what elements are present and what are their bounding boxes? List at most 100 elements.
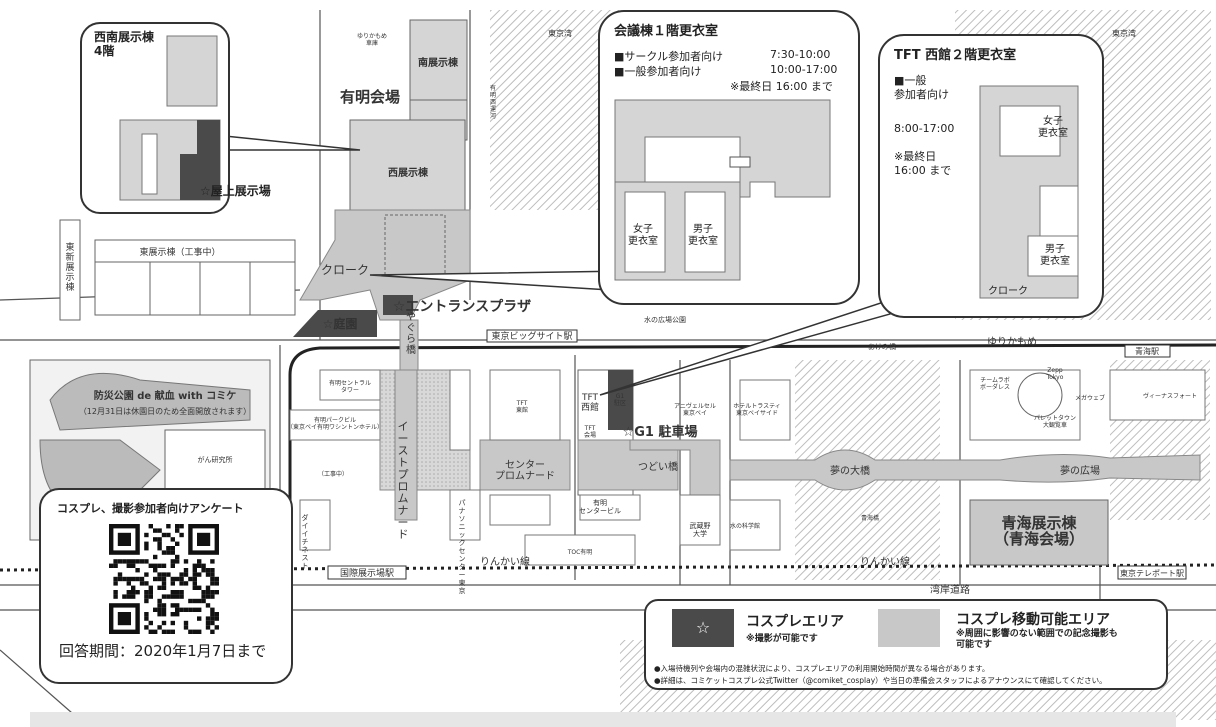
map-label-aomi-station: 青海駅 — [1135, 346, 1159, 356]
map-label-panasonic: パナソニックセンター東京 — [459, 499, 466, 595]
map-label-aomi-hall: 青海展示棟（青海会場） — [994, 514, 1084, 548]
female-dressing-room: 女子 更衣室 — [628, 224, 658, 247]
legend-cosplay-area-note: ※撮影が可能です — [746, 634, 818, 644]
map-label-cloak: クローク — [321, 263, 369, 277]
map-label-venus-fort: ヴィーナスフォート — [1143, 392, 1197, 400]
map-label-rinkai-line2: りんかい線 — [860, 555, 910, 568]
cosplay-area-g1 — [608, 370, 633, 430]
gan-center-building — [164, 429, 266, 491]
map-label-west-hall: 西展示棟 — [388, 166, 429, 179]
callout-tft-west-dressing-room: TFT 西館２階更衣室 ■一般 参加者向け 8:00-17:00 ※最終日 16… — [878, 34, 1104, 318]
big-sight-station — [486, 329, 578, 343]
map-label-yurikamome-vertical: 有明西運河 — [490, 84, 496, 120]
legend-move-area-note: ※周囲に影響のない範囲での記念撮影も 可能です — [956, 629, 1118, 650]
map-label-entrance-plaza: ☆エントランスプラザ — [393, 299, 531, 315]
map-label-ariake-central-tower: 有明セントラルタワー — [329, 379, 371, 394]
sea-label: 東京湾 — [548, 28, 572, 38]
callout-west-south-hall: 西南展示棟 4階 ☆屋上展示場 — [80, 22, 271, 214]
map-label-ariake-park-building: 有明パークビル（東京ベイ有明ワシントンホテル） — [287, 416, 383, 431]
legend-note-2: ●詳細は、コミケットコスプレ公式Twitter（@comiket_cosplay… — [654, 676, 1107, 685]
tft-hours: 8:00-17:00 — [894, 122, 955, 135]
park-shape — [49, 372, 251, 431]
legend-move-area-title: コスプレ移動可能エリア — [956, 612, 1110, 628]
legend-move-area-swatch — [878, 609, 940, 647]
palette-town-wheel — [1017, 372, 1063, 418]
map-label-akemi-bridge: あけみ橋 — [868, 342, 896, 351]
map-label-center-promenade: センタープロムナード — [495, 459, 555, 482]
map-label-aomi-bridge: 青海橋 — [861, 514, 879, 522]
map-label-g1-parking: ☆G1 駐車場 — [623, 424, 698, 440]
venue-title: 有明会場 — [340, 88, 400, 106]
map-label-disaster-park-note: （12月31日は休園日のため全面開放されます） — [79, 406, 251, 416]
map-labels: ゆりかもめ車庫南展示棟西展示棟東展示棟（工事中）東新展示棟クローク☆エントランス… — [65, 28, 1197, 642]
map-label-ariake-center-building: 有明センタービル — [579, 498, 621, 515]
map-label-teamlab: チームラボボーダレス — [980, 376, 1010, 391]
conference-floor-plan — [614, 99, 831, 281]
legend-cosplay-area-title: コスプレエリア — [746, 614, 844, 630]
map-label-musashino: 武蔵野大学 — [690, 521, 711, 538]
cosplay-area-garden — [293, 310, 377, 337]
callout-title: 会議棟１階更衣室 — [614, 24, 719, 39]
survey-period: 回答期間：2020年1月7日まで — [59, 642, 267, 660]
map-label-telecom-station: 東京テレポート駅 — [1120, 568, 1184, 578]
cosplay-area-entrance — [383, 295, 413, 315]
callout-title: 西南展示棟 4階 — [94, 30, 155, 58]
map-label-daiichi: ダイイチネスト — [302, 513, 309, 570]
roof-floor-plan — [119, 35, 221, 201]
dream-bridge — [729, 449, 1201, 491]
map-label-water-plaza-park: 水の広場公園 — [644, 315, 686, 324]
map-label-mega-web: メガウェブ — [1075, 394, 1105, 402]
map-label-east-hall: 東展示棟（工事中） — [139, 246, 220, 258]
map-label-yagura-bridge: やぐら橋 — [406, 311, 416, 356]
aomi-station-box — [1124, 344, 1171, 358]
tft-cloak: クローク — [988, 286, 1028, 297]
map-label-disaster-park: 防災公園 de 献血 with コミケ — [94, 389, 236, 402]
map-label-tsudoi-bridge: つどい橋 — [638, 460, 678, 473]
map-label-science-museum: 水の科学館 — [730, 522, 760, 530]
cosplay-survey-panel: コスプレ、撮影参加者向けアンケート 回答期間：2020年1月7日まで — [39, 488, 293, 684]
schedule-circle-label: ■サークル参加者向け — [614, 50, 724, 63]
map-label-under-construction: （工事中） — [318, 470, 348, 478]
west-hall — [349, 119, 466, 211]
map-label-wangan-road: 湾岸道路 — [930, 583, 970, 596]
map-label-east-hall-vertical: 東新展示棟 — [65, 241, 74, 293]
map-label-hotel-trusty: ホテルトラスティ東京ベイサイド — [733, 403, 781, 417]
map-label-yurikamome-line: ゆりかもめ — [987, 336, 1037, 348]
map-label-dream-plaza: 夢の広場 — [1060, 464, 1100, 477]
map-label-garden: ☆庭園 — [323, 316, 358, 331]
sea-label: 東京湾 — [1112, 28, 1136, 38]
tft-note: ※最終日 16:00 まで — [894, 150, 952, 177]
survey-title: コスプレ、撮影参加者向けアンケート — [57, 502, 244, 515]
center-promenade — [479, 439, 571, 491]
map-label-kokusai-station: 国際展示場駅 — [340, 567, 394, 579]
map-label-east-promenade: イーストプロムナード — [398, 420, 409, 541]
callout-title: TFT 西館２階更衣室 — [894, 48, 1017, 63]
schedule-general-label: ■一般参加者向け — [614, 65, 702, 78]
yurikamome-line — [288, 343, 1216, 580]
tft-female-room: 女子 更衣室 — [1038, 116, 1068, 139]
map-label-gan-center: がん研究所 — [198, 455, 233, 464]
qr-code-icon[interactable] — [109, 524, 219, 634]
buildings — [289, 369, 1206, 566]
map-label-south-hall: 南展示棟 — [418, 56, 459, 69]
legend-cosplay-area-swatch: ☆ — [672, 609, 734, 647]
aomi-hall — [969, 499, 1109, 566]
rooftop-exhibit-label: ☆屋上展示場 — [200, 184, 271, 198]
legend-panel: ☆ コスプレエリア ※撮影が可能です コスプレ移動可能エリア ※周囲に影響のない… — [644, 599, 1168, 690]
schedule-circle-time: 7:30-10:00 — [770, 48, 831, 61]
telecom-station-box — [1117, 565, 1187, 580]
map-label-anniversaire: アニヴェルセル東京ベイ — [674, 402, 716, 417]
east-hall — [94, 239, 296, 316]
map-label-palette-town: パレットタウン大観覧車 — [1034, 414, 1076, 429]
map-label-yurikamome-depot: ゆりかもめ車庫 — [357, 33, 387, 47]
bottom-strip — [30, 712, 1176, 727]
map-label-dream-bridge: 夢の大橋 — [830, 464, 870, 477]
callout-conference-dressing-room: 会議棟１階更衣室 ■サークル参加者向け 7:30-10:00 ■一般参加者向け … — [598, 10, 860, 305]
tft-category: ■一般 参加者向け — [894, 74, 949, 101]
